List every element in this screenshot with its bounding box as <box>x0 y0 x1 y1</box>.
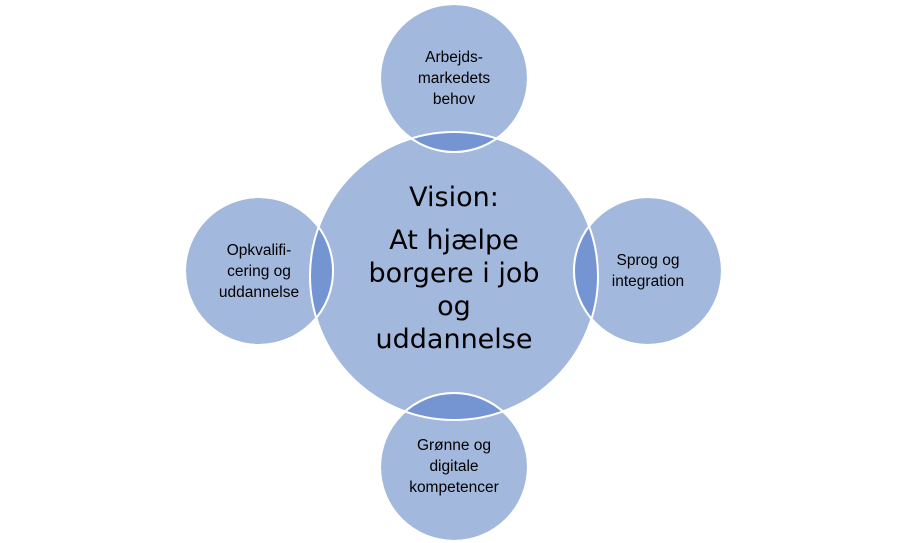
satellite-outline-top <box>379 3 529 153</box>
satellite-bottom-line-1: Grønne og <box>416 436 492 454</box>
satellite-bottom-line-3: kompetencer <box>409 478 499 496</box>
satellite-text-top: Arbejds- markedets behov <box>394 38 514 118</box>
vision-line-1: At hjælpe <box>389 224 519 256</box>
satellite-top-line-2: markedets <box>417 69 491 87</box>
satellite-left-line-2: cering og <box>227 262 291 280</box>
vision-line-3: og <box>437 290 471 322</box>
vision-line-4: uddannelse <box>375 323 533 355</box>
vision-title: Vision: <box>409 181 499 213</box>
satellite-outline-bottom <box>379 392 529 542</box>
satellite-top-line-1: Arbejds- <box>425 48 483 66</box>
satellite-text-left: Opkvalifi- cering og uddannelse <box>199 231 319 311</box>
satellite-text-right: Sprog og integration <box>588 241 708 301</box>
satellite-right-line-1: Sprog og <box>616 252 680 269</box>
satellite-text-bottom: Grønne og digitale kompetencer <box>394 426 514 506</box>
center-text: Vision: At hjælpe borgere i job og uddan… <box>334 168 574 368</box>
satellite-top-line-3: behov <box>432 90 476 108</box>
satellite-right-line-2: integration <box>611 273 685 290</box>
satellite-bottom-line-2: digitale <box>429 457 479 475</box>
satellite-outline-left <box>184 196 334 346</box>
center-circle-outline <box>309 131 599 421</box>
vision-line-2: borgere i job <box>368 257 540 289</box>
satellite-outline-right <box>573 196 723 346</box>
satellite-left-line-3: uddannelse <box>218 283 300 301</box>
satellite-left-line-1: Opkvalifi- <box>226 241 292 259</box>
